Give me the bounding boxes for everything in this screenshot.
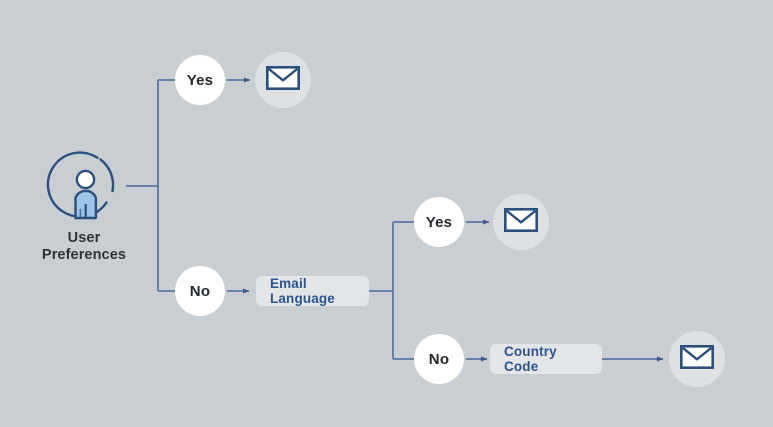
mail-end-node-1[interactable] xyxy=(255,52,311,108)
process-box-label: Country Code xyxy=(504,344,557,374)
start-node-label-line2: Preferences xyxy=(41,247,127,264)
decision-label: Yes xyxy=(186,71,214,89)
process-box-email-language[interactable]: Email Language xyxy=(256,276,369,306)
decision-label: No xyxy=(428,350,450,368)
start-node-user-preferences[interactable]: User Preferences xyxy=(28,146,140,264)
decision-node-yes-2[interactable]: Yes xyxy=(414,197,464,247)
mail-end-node-3[interactable] xyxy=(669,331,725,387)
mail-end-node-2[interactable] xyxy=(493,194,549,250)
process-box-country-code[interactable]: Country Code xyxy=(490,344,602,374)
process-box-label: Email Language xyxy=(270,276,335,306)
user-preferences-icon xyxy=(44,146,124,226)
decision-node-no-2[interactable]: No xyxy=(414,334,464,384)
envelope-icon xyxy=(265,65,300,95)
decision-label: Yes xyxy=(425,213,453,231)
envelope-icon xyxy=(503,207,538,237)
start-node-label: User Preferences xyxy=(28,230,140,264)
start-node-label-line1: User xyxy=(67,230,101,246)
decision-label: No xyxy=(189,282,211,300)
decision-node-no-1[interactable]: No xyxy=(175,266,225,316)
decision-node-yes-1[interactable]: Yes xyxy=(175,55,225,105)
envelope-icon xyxy=(679,344,714,374)
